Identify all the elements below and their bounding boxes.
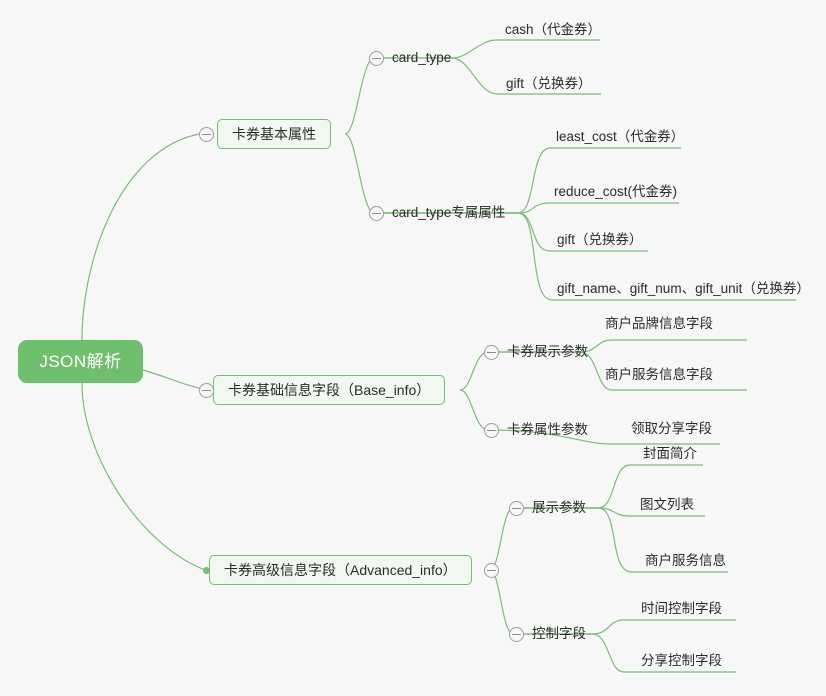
node-adv-display-params[interactable]: 展示参数 (532, 499, 586, 517)
root-node[interactable]: JSON解析 (18, 340, 143, 383)
collapse-toggle-control-fields[interactable] (509, 627, 524, 642)
leaf-cover-intro[interactable]: 封面简介 (643, 445, 697, 464)
edge-root-to-baseinfo (142, 369, 209, 391)
edge-root-to-advanced (81, 382, 206, 571)
node-basic-attributes[interactable]: 卡券基本属性 (217, 119, 331, 149)
edge-basic-to-cardtype (344, 57, 373, 135)
node-advanced-info[interactable]: 卡券高级信息字段（Advanced_info） (209, 555, 472, 585)
leaf-least-cost-label: least_cost（代金券） (556, 129, 685, 144)
leaf-share-control-field-label: 分享控制字段 (641, 653, 722, 668)
node-attribute-params-label: 卡券属性参数 (507, 422, 588, 437)
node-base-info[interactable]: 卡券基础信息字段（Base_info） (213, 375, 446, 405)
leaf-receive-share-field-label: 领取分享字段 (631, 421, 712, 436)
leaf-reduce-cost[interactable]: reduce_cost(代金券) (554, 183, 677, 202)
connection-dot-icon-advanced (203, 567, 210, 574)
node-display-params[interactable]: 卡券展示参数 (507, 343, 588, 361)
node-basic-attributes-label: 卡券基本属性 (232, 126, 316, 142)
edge-baseinfo-to-attribute (459, 389, 489, 431)
collapse-toggle-card-type-exclusive[interactable] (369, 206, 384, 221)
leaf-merchant-brand-field-label: 商户品牌信息字段 (605, 316, 713, 331)
leaf-receive-share-field[interactable]: 领取分享字段 (631, 420, 712, 439)
leaf-reduce-cost-label: reduce_cost(代金券) (554, 184, 678, 199)
node-adv-display-params-label: 展示参数 (532, 500, 586, 515)
edge-advanced-to-control (489, 569, 514, 635)
node-base-info-label: 卡券基础信息字段（Base_info） (228, 382, 431, 398)
leaf-gift-exclusive[interactable]: gift（兑换券） (557, 231, 643, 250)
leaf-image-text-list-label: 图文列表 (640, 497, 694, 512)
collapse-toggle-card-type[interactable] (369, 51, 384, 66)
edge-advanced-to-display (489, 507, 514, 571)
collapse-toggle-base-info[interactable] (199, 383, 214, 398)
leaf-merchant-service-info-label: 商户服务信息 (645, 553, 726, 568)
node-control-fields-label: 控制字段 (532, 626, 586, 641)
leaf-gift-name-num-unit[interactable]: gift_name、gift_num、gift_unit（兑换券） (557, 280, 810, 299)
leaf-gift-cardtype-label: gift（兑换券） (506, 76, 592, 91)
leaf-cash[interactable]: cash（代金券） (505, 21, 601, 40)
edge-basic-to-cardtype-exclusive (344, 133, 373, 214)
collapse-toggle-advanced-info[interactable] (484, 563, 499, 578)
leaf-gift-name-num-unit-label: gift_name、gift_num、gift_unit（兑换券） (557, 281, 810, 296)
leaf-merchant-service-field[interactable]: 商户服务信息字段 (605, 366, 713, 385)
root-node-label: JSON解析 (39, 352, 122, 371)
leaf-time-control-field-label: 时间控制字段 (641, 601, 722, 616)
edge-baseinfo-to-display (459, 351, 489, 391)
node-display-params-label: 卡券展示参数 (507, 344, 588, 359)
leaf-image-text-list[interactable]: 图文列表 (640, 496, 694, 515)
leaf-merchant-brand-field[interactable]: 商户品牌信息字段 (605, 315, 713, 334)
node-card-type-exclusive-label: card_type专属属性 (392, 205, 506, 220)
collapse-toggle-display-params[interactable] (484, 345, 499, 360)
leaf-share-control-field[interactable]: 分享控制字段 (641, 652, 722, 671)
leaf-merchant-service-info[interactable]: 商户服务信息 (645, 552, 726, 571)
leaf-merchant-service-field-label: 商户服务信息字段 (605, 367, 713, 382)
leaf-least-cost[interactable]: least_cost（代金券） (556, 128, 684, 147)
collapse-toggle-adv-display[interactable] (509, 501, 524, 516)
collapse-toggle-attribute-params[interactable] (484, 423, 499, 438)
leaf-cover-intro-label: 封面简介 (643, 446, 697, 461)
node-control-fields[interactable]: 控制字段 (532, 625, 586, 643)
leaf-time-control-field[interactable]: 时间控制字段 (641, 600, 722, 619)
leaf-gift-exclusive-label: gift（兑换券） (557, 232, 643, 247)
collapse-toggle-basic[interactable] (199, 127, 214, 142)
node-card-type-label: card_type (392, 50, 452, 65)
node-attribute-params[interactable]: 卡券属性参数 (507, 421, 588, 439)
node-card-type[interactable]: card_type (392, 49, 451, 67)
node-card-type-exclusive[interactable]: card_type专属属性 (392, 204, 505, 222)
edge-root-to-basic (81, 133, 200, 341)
node-advanced-info-label: 卡券高级信息字段（Advanced_info） (224, 562, 457, 578)
leaf-cash-label: cash（代金券） (505, 22, 602, 37)
leaf-gift-cardtype[interactable]: gift（兑换券） (506, 75, 592, 94)
